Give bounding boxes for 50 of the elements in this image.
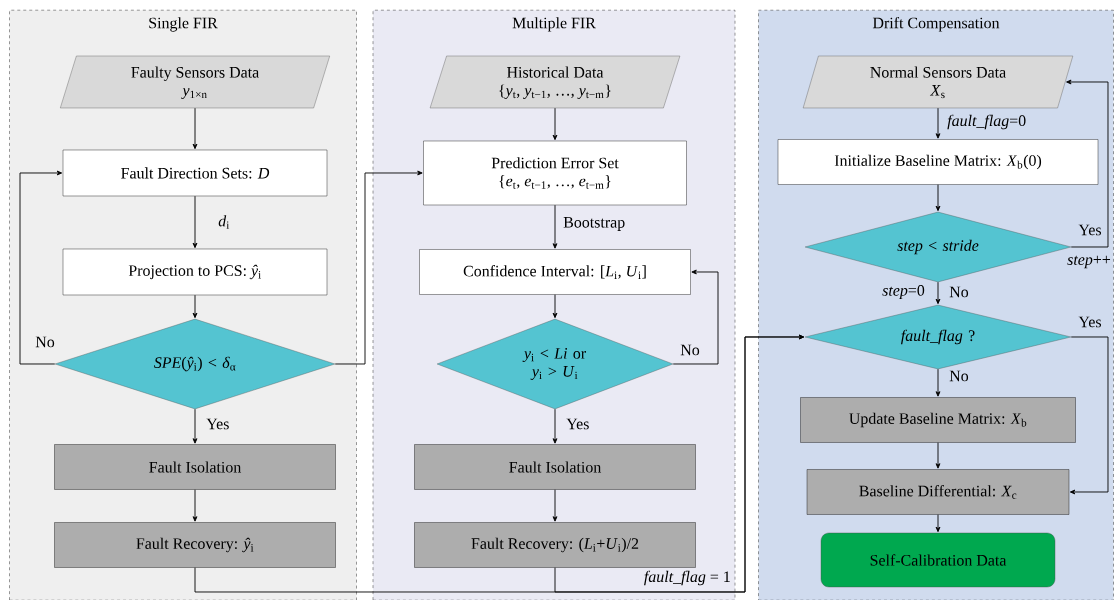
arrow <box>935 442 941 469</box>
arrow <box>672 269 719 365</box>
arrow <box>192 408 198 444</box>
arrow <box>552 489 558 522</box>
arrow <box>552 107 558 141</box>
arrow <box>552 204 558 249</box>
arrow <box>935 281 941 305</box>
edge-label: fault_flag = 1 <box>644 570 730 586</box>
step-label: step=0 <box>882 285 925 299</box>
result-box: Update Baseline Matrix: X$_{b}$ <box>800 397 1076 443</box>
arrow <box>192 294 198 319</box>
result-box: Fault Isolation <box>414 444 696 490</box>
result-box: Fault Recovery: ŷ$_{i}$ <box>54 522 336 568</box>
arrow <box>334 170 423 365</box>
arrow <box>19 170 63 365</box>
arrow <box>935 107 941 139</box>
process-box: Initialize Baseline Matrix: X$_{b}$(0) <box>777 139 1099 185</box>
edge-label: No <box>949 286 969 298</box>
edge-label: No <box>949 370 969 382</box>
edge-label: No <box>680 344 700 356</box>
arrow <box>935 514 941 533</box>
data-parallelogram: Historical Data {y$_{t}$, y$_{t−1}$, …, y$_{t−m}$} <box>429 55 681 109</box>
edge-label: d$_{i}$ <box>218 215 230 229</box>
result-box: Fault Isolation <box>54 444 336 490</box>
arrow <box>935 184 941 212</box>
process-box: Confidence Interval: [L$_{i}$, U$_{i}$] <box>419 249 691 295</box>
arrow <box>1066 79 1109 248</box>
result-box: Fault Recovery: (L$_{i}$+U$_{i}$)/2 <box>414 522 696 568</box>
edge-label: No <box>35 336 55 348</box>
process-box: Fault Direction Sets: D <box>62 149 328 197</box>
arrow <box>1069 336 1109 495</box>
data-parallelogram: Normal Sensors Data X$_{s}$ <box>802 55 1074 109</box>
arrow <box>552 294 558 319</box>
arrow <box>192 195 198 249</box>
arrow <box>192 489 198 522</box>
edge-label: Yes <box>566 418 589 430</box>
edge-label: Yes <box>206 418 229 430</box>
data-parallelogram: Faulty Sensors Data y$_{1×n}$ <box>60 55 330 109</box>
edge-label: Yes <box>1078 316 1101 328</box>
arrow <box>554 334 805 593</box>
process-box: Projection to PCS: ŷ$_{i}$ <box>62 248 328 296</box>
edge-label: Yes <box>1078 224 1101 236</box>
arrow <box>552 408 558 444</box>
terminal-box: Self-Calibration Data <box>820 532 1056 588</box>
edge-label: Bootstrap <box>563 217 625 231</box>
result-box: Baseline Differential: X$_{c}$ <box>806 469 1070 515</box>
process-box: Prediction Error Set {e$_{t}$, e$_{t−1}$, …, e$_{t−m}$} <box>423 140 687 206</box>
edge-label: fault_flag=0 <box>947 114 1026 130</box>
arrow <box>935 368 941 397</box>
arrow <box>192 107 198 150</box>
